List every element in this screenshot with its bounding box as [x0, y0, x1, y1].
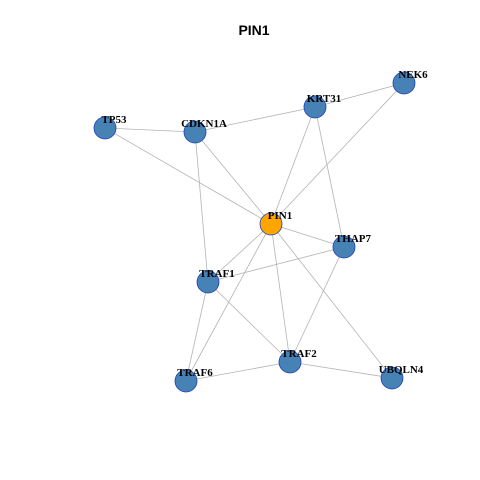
- graph-title: PIN1: [238, 22, 269, 38]
- node-label-thap7: THAP7: [335, 233, 372, 245]
- node-label-traf1: TRAF1: [199, 268, 234, 280]
- node-circle-cdkn1a: [183, 120, 207, 144]
- edge-thap7-traf1: [207, 246, 345, 283]
- edge-traf1-traf6: [185, 281, 209, 382]
- edge-traf6-traf2: [185, 361, 291, 382]
- edge-pin1-ubqln4: [270, 223, 393, 379]
- node-tp53: TP53: [93, 114, 127, 140]
- node-label-pin1: PIN1: [268, 210, 292, 222]
- node-pin1: PIN1: [259, 210, 292, 236]
- node-label-krt31: KRT31: [307, 93, 341, 105]
- node-circle-traf2: [278, 350, 302, 374]
- node-circle-traf1: [196, 270, 220, 294]
- node-traf6: TRAF6: [174, 367, 213, 393]
- node-nek6: NEK6: [392, 69, 428, 95]
- edge-thap7-traf2: [289, 246, 345, 363]
- edge-tp53-pin1: [104, 127, 272, 225]
- node-label-ubqln4: UBQLN4: [379, 364, 424, 376]
- node-thap7: THAP7: [332, 233, 372, 259]
- node-traf1: TRAF1: [196, 268, 235, 294]
- node-circle-krt31: [303, 95, 327, 119]
- edge-pin1-thap7: [270, 223, 345, 248]
- edge-tp53-cdkn1a: [104, 127, 196, 133]
- node-circle-pin1: [259, 212, 283, 236]
- node-circle-ubqln4: [380, 366, 404, 390]
- node-label-traf2: TRAF2: [281, 348, 317, 360]
- node-traf2: TRAF2: [278, 348, 317, 374]
- node-cdkn1a: CDKN1A: [181, 118, 227, 144]
- node-circle-traf6: [174, 369, 198, 393]
- edge-nek6-pin1: [270, 82, 405, 225]
- edge-pin1-traf2: [270, 223, 291, 363]
- node-label-nek6: NEK6: [398, 69, 428, 81]
- node-circle-thap7: [332, 235, 356, 259]
- edges-layer: [104, 82, 405, 382]
- node-label-traf6: TRAF6: [177, 367, 213, 379]
- edge-traf2-ubqln4: [289, 361, 393, 379]
- edge-krt31-thap7: [314, 106, 345, 248]
- edge-cdkn1a-traf1: [194, 131, 209, 283]
- node-circle-nek6: [392, 71, 416, 95]
- node-ubqln4: UBQLN4: [379, 364, 424, 390]
- nodes-layer: PIN1 TP53 CDKN1A KRT31 NEK6THAP7TRAF1TRAF2TR…: [93, 69, 428, 393]
- edge-krt31-nek6: [314, 82, 405, 108]
- edge-traf1-traf2: [207, 281, 291, 363]
- node-krt31: KRT31: [303, 93, 341, 119]
- edge-cdkn1a-krt31: [194, 106, 316, 133]
- edge-cdkn1a-pin1: [194, 131, 272, 225]
- node-circle-tp53: [93, 116, 117, 140]
- edge-krt31-pin1: [270, 106, 316, 225]
- node-label-cdkn1a: CDKN1A: [181, 118, 227, 130]
- node-label-tp53: TP53: [101, 114, 127, 126]
- edge-pin1-traf1: [207, 223, 272, 283]
